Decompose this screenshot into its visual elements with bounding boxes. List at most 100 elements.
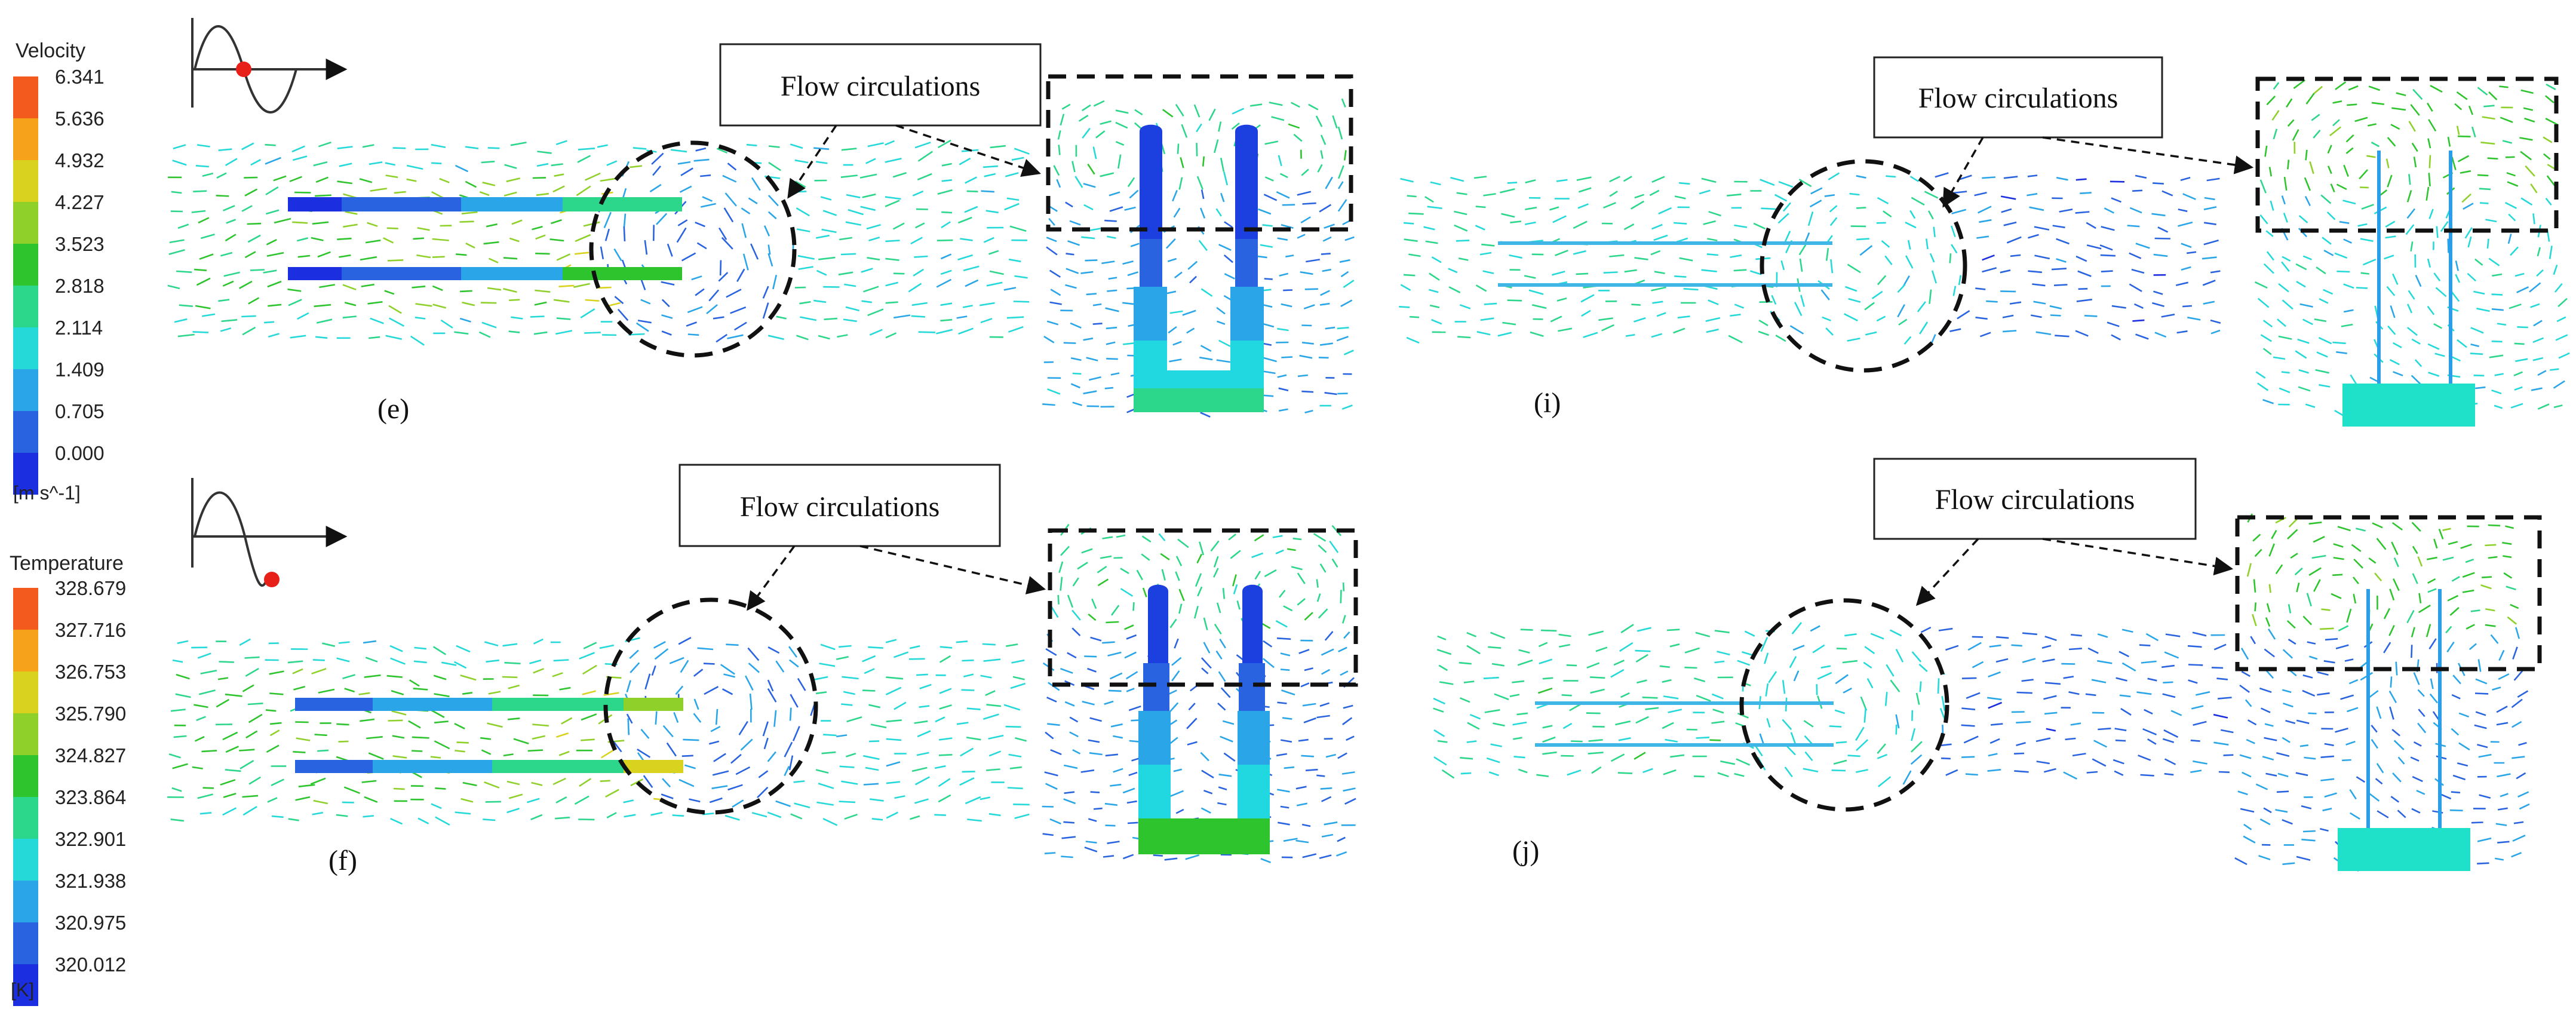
- velocity-vector: [2518, 741, 2527, 746]
- velocity-vector: [367, 222, 378, 227]
- velocity-vector: [1886, 175, 1896, 178]
- velocity-vector: [1623, 176, 1632, 182]
- velocity-vector: [940, 318, 953, 322]
- velocity-vector: [1807, 211, 1814, 226]
- velocity-vector: [1201, 807, 1211, 814]
- velocity-vector: [2368, 85, 2381, 91]
- velocity-vector: [2430, 678, 2434, 689]
- velocity-vector: [196, 716, 206, 722]
- velocity-vector: [1737, 712, 1749, 719]
- velocity-vector: [2393, 371, 2403, 376]
- velocity-vector: [1304, 612, 1313, 621]
- velocity-vector: [1491, 663, 1505, 667]
- velocity-vector: [2027, 193, 2038, 197]
- circulation-circle-j: [1739, 598, 1949, 812]
- velocity-vector: [2478, 753, 2492, 758]
- velocity-vector: [2257, 382, 2269, 391]
- velocity-vector: [2316, 351, 2328, 358]
- velocity-vector: [2406, 327, 2418, 336]
- velocity-vector: [2427, 305, 2435, 315]
- velocity-vector: [506, 780, 520, 786]
- velocity-vector: [2264, 648, 2275, 658]
- velocity-vector: [790, 813, 803, 820]
- velocity-vector: [2142, 728, 2157, 735]
- velocity-vector: [2164, 651, 2179, 659]
- arrow-f-circle: [747, 545, 796, 611]
- velocity-vector: [1662, 722, 1674, 729]
- velocity-vector: [911, 302, 928, 306]
- velocity-vector: [687, 306, 703, 314]
- velocity-vector: [1162, 109, 1174, 118]
- velocity-vector: [510, 142, 527, 146]
- velocity-vector: [2286, 620, 2296, 629]
- velocity-vector: [2259, 214, 2268, 225]
- velocity-vector: [1222, 588, 1226, 599]
- velocity-vector: [551, 163, 563, 167]
- velocity-vector: [432, 303, 447, 309]
- velocity-vector: [2295, 350, 2307, 359]
- velocity-vector: [680, 167, 693, 176]
- velocity-vector: [2515, 358, 2528, 362]
- velocity-vector: [274, 217, 291, 224]
- velocity-vector: [1321, 648, 1334, 656]
- velocity-vector: [503, 191, 517, 197]
- velocity-vector: [1061, 836, 1076, 839]
- velocity-vector: [2391, 522, 2403, 531]
- velocity-vector: [2153, 253, 2168, 257]
- velocity-vector: [2482, 116, 2495, 120]
- velocity-vector: [1264, 140, 1279, 145]
- velocity-vector: [1042, 403, 1055, 406]
- velocity-vector: [1448, 286, 1461, 293]
- velocity-vector: [1110, 723, 1123, 728]
- velocity-vector: [655, 711, 658, 725]
- velocity-vector: [1537, 687, 1553, 694]
- velocity-vector: [693, 669, 704, 677]
- velocity-vector: [342, 674, 355, 680]
- velocity-vector: [2324, 792, 2337, 798]
- velocity-vector: [1182, 309, 1196, 316]
- velocity-vector: [985, 768, 1000, 771]
- velocity-vector: [836, 656, 849, 660]
- velocity-vector: [2356, 528, 2366, 532]
- velocity-vector: [2319, 298, 2329, 304]
- velocity-vector: [1042, 833, 1054, 836]
- arrow-j-zoom: [2042, 538, 2234, 576]
- velocity-vector: [767, 646, 780, 654]
- velocity-vector: [1169, 358, 1182, 363]
- velocity-vector: [2034, 226, 2050, 231]
- velocity-vector: [709, 797, 723, 804]
- velocity-vector: [1319, 204, 1332, 213]
- velocity-vector: [2333, 557, 2344, 560]
- velocity-vector: [2210, 329, 2221, 335]
- velocity-vector: [767, 244, 771, 255]
- velocity-vector: [244, 176, 258, 179]
- velocity-vector: [2415, 274, 2422, 287]
- velocity-vector: [2425, 186, 2430, 201]
- velocity-vector: [894, 314, 911, 319]
- velocity-vector: [1113, 557, 1123, 559]
- velocity-vector: [964, 206, 978, 213]
- velocity-vector: [2154, 237, 2170, 240]
- velocity-vector: [2411, 808, 2421, 814]
- velocity-vector: [721, 237, 733, 250]
- velocity-vector: [583, 221, 600, 227]
- velocity-vector: [552, 672, 563, 677]
- temperature-tick-label: 328.679: [55, 577, 126, 599]
- velocity-vector: [1126, 688, 1135, 692]
- velocity-vector: [651, 665, 656, 676]
- velocity-vector: [2546, 83, 2556, 90]
- velocity-vector: [2262, 348, 2272, 355]
- velocity-vector: [1141, 553, 1150, 561]
- velocity-vector: [982, 643, 996, 646]
- velocity-vector: [1342, 717, 1353, 725]
- velocity-vector: [1126, 800, 1137, 804]
- velocity-vector: [2417, 556, 2423, 567]
- velocity-vector: [1642, 768, 1653, 774]
- velocity-vector: [1517, 659, 1533, 666]
- velocity-vector: [1707, 238, 1718, 241]
- velocity-vector: [1006, 643, 1018, 647]
- velocity-vector: [2494, 404, 2503, 409]
- velocity-vector: [1917, 301, 1926, 312]
- velocity-vector: [269, 670, 284, 675]
- velocity-vector: [2505, 156, 2515, 158]
